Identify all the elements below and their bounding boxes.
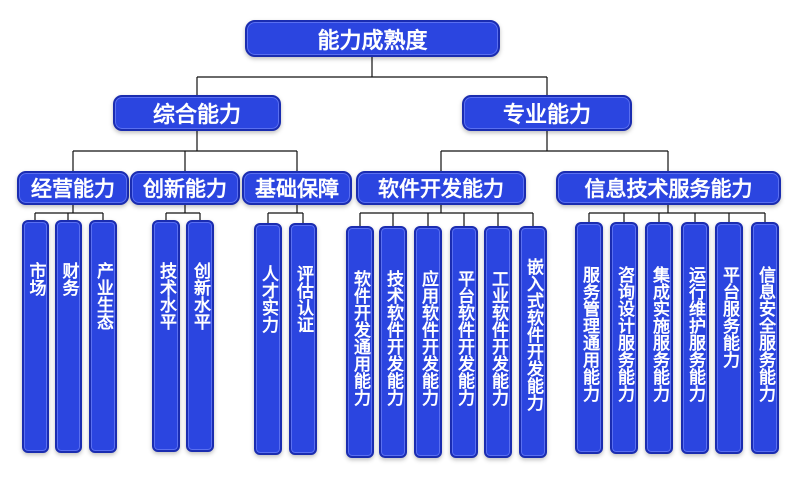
leaf-svc-general: 服务管理通用能力 <box>575 222 603 454</box>
node-operation: 经营能力 <box>17 171 129 205</box>
leaf-talent: 人才实力 <box>254 223 282 455</box>
professional-label: 专业能力 <box>502 103 591 128</box>
leaf-market-label: 市场 <box>25 262 46 296</box>
leaf-sw-application-label: 应用软件开发能力 <box>418 270 438 406</box>
leaf-sw-general-label: 软件开发通用能力 <box>350 270 370 406</box>
leaf-sw-application: 应用软件开发能力 <box>414 226 442 458</box>
foundation-label: 基础保障 <box>255 177 339 201</box>
leaf-sw-industrial: 工业软件开发能力 <box>484 226 512 458</box>
operation-label: 经营能力 <box>31 177 115 201</box>
leaf-sw-platform: 平台软件开发能力 <box>450 226 478 458</box>
node-it-service: 信息技术服务能力 <box>556 171 781 205</box>
leaf-tech-level: 技术水平 <box>152 220 180 452</box>
leaf-svc-security: 信息安全服务能力 <box>751 222 779 454</box>
leaf-sw-embedded: 嵌入式软件开发能力 <box>519 226 547 458</box>
leaf-sw-tech-label: 技术软件开发能力 <box>383 270 403 406</box>
leaf-sw-tech: 技术软件开发能力 <box>379 226 407 458</box>
leaf-sw-platform-label: 平台软件开发能力 <box>454 270 474 406</box>
leaf-ecosystem: 产业生态 <box>89 220 117 453</box>
leaf-certification-label: 评估认证 <box>293 265 313 333</box>
node-comprehensive: 综合能力 <box>113 95 281 131</box>
software-label: 软件开发能力 <box>378 177 504 201</box>
leaf-svc-consulting: 咨询设计服务能力 <box>610 222 638 454</box>
leaf-market: 市场 <box>22 220 49 453</box>
leaf-svc-integration: 集成实施服务能力 <box>645 222 673 454</box>
leaf-innovation-level: 创新水平 <box>186 220 214 452</box>
leaf-finance-label: 财务 <box>58 262 79 296</box>
root-label: 能力成熟度 <box>317 28 428 54</box>
leaf-svc-integration-label: 集成实施服务能力 <box>649 266 669 402</box>
node-foundation: 基础保障 <box>242 171 352 205</box>
root-node: 能力成熟度 <box>245 20 500 57</box>
leaf-certification: 评估认证 <box>289 223 317 455</box>
leaf-svc-general-label: 服务管理通用能力 <box>579 266 599 402</box>
innovation-label: 创新能力 <box>143 177 227 201</box>
leaf-finance: 财务 <box>55 220 82 453</box>
leaf-svc-platform: 平台服务能力 <box>715 222 743 454</box>
leaf-tech-level-label: 技术水平 <box>156 262 176 330</box>
leaf-svc-security-label: 信息安全服务能力 <box>755 266 775 402</box>
leaf-sw-embedded-label: 嵌入式软件开发能力 <box>523 258 543 411</box>
leaf-ecosystem-label: 产业生态 <box>93 262 113 330</box>
leaf-sw-general: 软件开发通用能力 <box>346 226 374 458</box>
it-service-label: 信息技术服务能力 <box>584 177 753 201</box>
leaf-talent-label: 人才实力 <box>258 265 278 333</box>
leaf-svc-operation: 运行维护服务能力 <box>681 222 709 454</box>
node-professional: 专业能力 <box>462 95 632 131</box>
leaf-svc-operation-label: 运行维护服务能力 <box>685 266 705 402</box>
leaf-svc-consulting-label: 咨询设计服务能力 <box>614 266 634 402</box>
leaf-svc-platform-label: 平台服务能力 <box>719 266 739 368</box>
node-innovation: 创新能力 <box>130 171 240 205</box>
leaf-sw-industrial-label: 工业软件开发能力 <box>488 270 508 406</box>
leaf-innovation-level-label: 创新水平 <box>190 262 210 330</box>
comprehensive-label: 综合能力 <box>152 103 241 128</box>
node-software: 软件开发能力 <box>356 171 526 205</box>
